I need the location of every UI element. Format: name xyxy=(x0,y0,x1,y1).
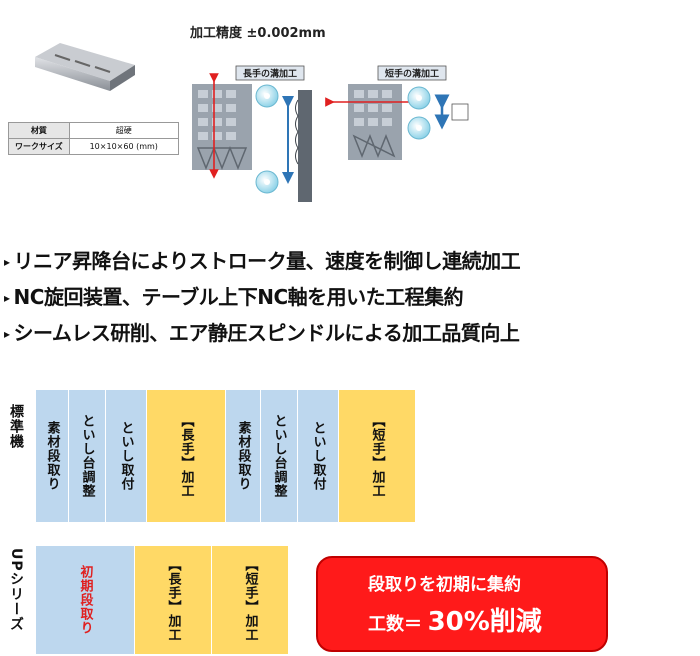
reduction-callout: 段取りを初期に集約 工数＝ 30%削減 xyxy=(316,556,608,652)
callout-line1: 段取りを初期に集約 xyxy=(368,575,521,595)
spec-value: 超硬 xyxy=(68,122,179,139)
feature-item: ▸リニア昇降台によりストローク量、速度を制御し連続加工 xyxy=(4,249,521,273)
step-wheelhead-adjust: といし台調整 xyxy=(69,390,105,522)
step-initial-setup: 初期段取り xyxy=(36,546,134,654)
step-wheel-mount: といし取付 xyxy=(106,390,146,522)
step-long-machining: 【長手】加工 xyxy=(135,546,211,654)
spec-key: ワークサイズ xyxy=(8,138,70,155)
step-wheel-mount: といし取付 xyxy=(298,390,338,522)
workpiece-image xyxy=(35,43,135,91)
up-series-label: UPシリーズ xyxy=(8,548,24,632)
bullet-triangle-icon: ▸ xyxy=(4,255,10,269)
callout-prefix: 工数＝ xyxy=(368,614,422,635)
feature-item: ▸シームレス研削、エア静圧スピンドルによる加工品質向上 xyxy=(4,321,520,345)
step-short-machining: 【短手】加工 xyxy=(339,390,415,522)
step-material-setup: 素材段取り xyxy=(226,390,260,522)
short-groove-label: 短手の溝加工 xyxy=(385,68,439,80)
spec-row: ワークサイズ 10×10×60 (mm) xyxy=(8,138,179,155)
feature-item: ▸NC旋回装置、テーブル上下NC軸を用いた工程集約 xyxy=(4,285,464,309)
spec-key: 材質 xyxy=(8,122,70,139)
spec-row: 材質 超硬 xyxy=(8,122,179,139)
long-groove-label: 長手の溝加工 xyxy=(243,68,297,80)
step-material-setup: 素材段取り xyxy=(36,390,68,522)
step-short-machining: 【短手】加工 xyxy=(212,546,288,654)
feature-list: ▸リニア昇降台によりストローク量、速度を制御し連続加工 ▸NC旋回装置、テーブル… xyxy=(4,244,700,352)
bullet-triangle-icon: ▸ xyxy=(4,291,10,305)
spec-value: 10×10×60 (mm) xyxy=(68,138,179,155)
bullet-triangle-icon: ▸ xyxy=(4,327,10,341)
step-long-machining: 【長手】加工 xyxy=(147,390,225,522)
precision-label: 加工精度 ±0.002mm xyxy=(190,26,326,41)
spec-table: 材質 超硬 ワークサイズ 10×10×60 (mm) xyxy=(8,122,179,155)
machining-diagram: 長手の溝加工 短手の溝加工 xyxy=(192,65,469,202)
standard-machine-label: 標準機 xyxy=(8,404,24,449)
step-wheelhead-adjust: といし台調整 xyxy=(261,390,297,522)
callout-line2: 工数＝ 30%削減 xyxy=(368,601,606,638)
callout-value: 30%削減 xyxy=(427,607,542,637)
